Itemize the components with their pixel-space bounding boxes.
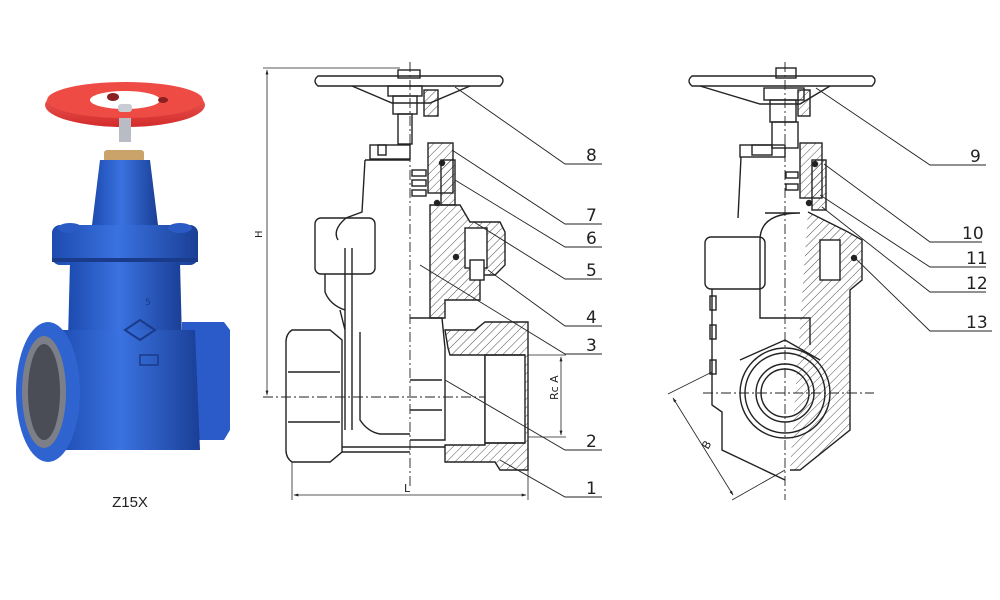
callout-5: 5 [586, 261, 597, 281]
callout-10: 10 [962, 224, 984, 244]
dimension-h-label: H [254, 230, 265, 238]
dimension-l-label: L [404, 482, 411, 495]
dimension-b-label: B [699, 438, 714, 451]
callout-1: 1 [586, 479, 597, 499]
callout-9: 9 [970, 147, 981, 167]
callout-12: 12 [966, 274, 988, 294]
dimension-rc-a-label: Rc A [548, 375, 561, 400]
callout-4: 4 [586, 308, 597, 328]
callout-13: 13 [966, 313, 988, 333]
callout-6: 6 [586, 229, 597, 249]
callout-3: 3 [586, 336, 597, 356]
gate-valve-illustration: 5 [16, 82, 230, 462]
callout-7: 7 [586, 206, 597, 226]
callout-11: 11 [966, 249, 988, 269]
svg-text:5: 5 [145, 298, 151, 308]
callout-2: 2 [586, 432, 597, 452]
model-label: Z15X [112, 494, 148, 511]
front-section-view [263, 62, 602, 500]
callout-8: 8 [586, 146, 597, 166]
side-section-view [667, 62, 992, 501]
valve-photo: 5 [0, 60, 250, 480]
